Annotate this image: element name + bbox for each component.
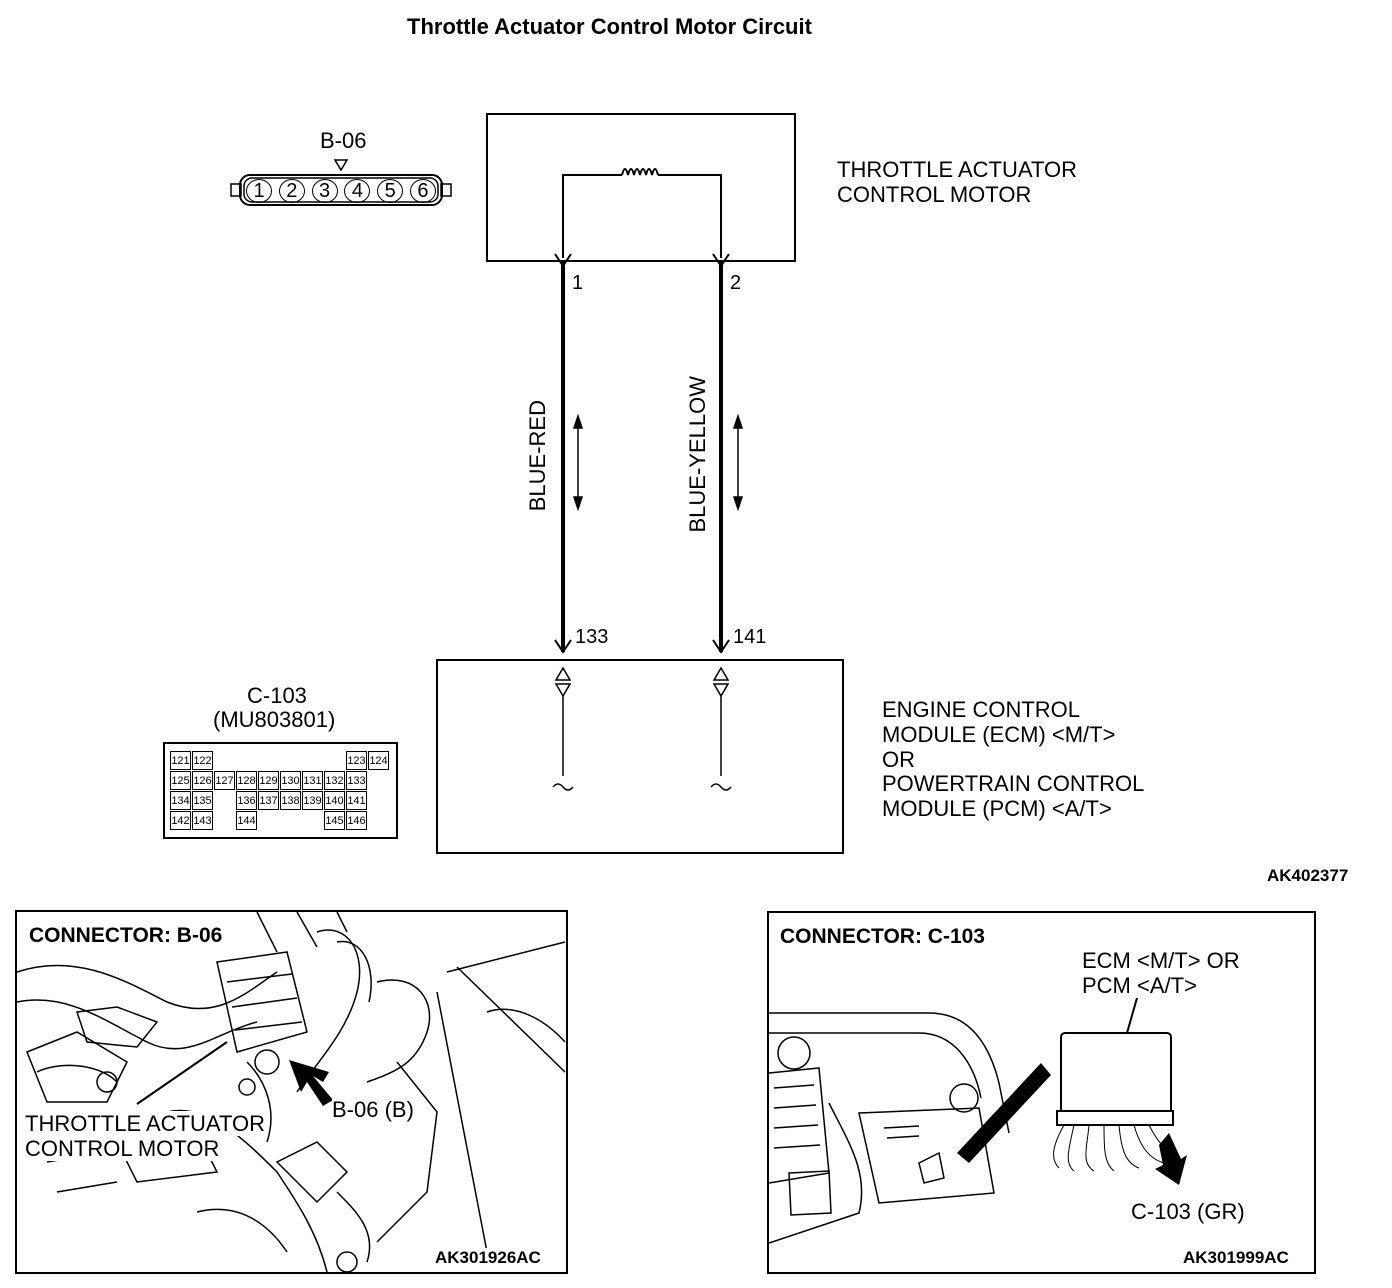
c103-pin-cell: 138 <box>280 791 301 810</box>
c103-pin-cell: 133 <box>346 771 367 790</box>
c103-pin-cell: 129 <box>258 771 279 790</box>
c103-pin-cell: 140 <box>324 791 345 810</box>
motor-label-line2: CONTROL MOTOR <box>837 182 1032 207</box>
c103-pin-cell: 126 <box>192 771 213 790</box>
panel-c103-module-line2: PCM <A/T> <box>1082 973 1197 998</box>
diagram-title: Throttle Actuator Control Motor Circuit <box>407 14 812 39</box>
motor-box <box>486 113 796 262</box>
ecm-label-line3: OR <box>882 747 915 772</box>
b06-pin: 4 <box>344 179 371 203</box>
panel-c103-code: AK301999AC <box>1183 1248 1289 1268</box>
figure-code: AK402377 <box>1267 866 1349 885</box>
b06-pin-row: 1 2 3 4 5 6 <box>246 179 436 203</box>
ecm-module-shape <box>1056 1032 1174 1126</box>
panel-b06-component-line2: CONTROL MOTOR <box>25 1136 220 1161</box>
c103-pin-cell: 134 <box>170 791 191 810</box>
b06-pin: 2 <box>278 179 305 203</box>
ecm-box <box>436 659 844 854</box>
dashboard-illustration <box>769 990 1187 1244</box>
panel-b06-callout: B-06 (B) <box>332 1097 414 1122</box>
c103-callout-arrow <box>1155 1133 1187 1185</box>
wire-color-left: BLUE-RED <box>525 400 550 512</box>
c103-pin-cell: 142 <box>170 811 191 830</box>
c103-grid-frame <box>163 742 398 839</box>
c103-pin-cell: 122 <box>192 751 213 770</box>
motor-label-line1: THROTTLE ACTUATOR <box>837 157 1077 182</box>
panel-c103-title: CONNECTOR: C-103 <box>780 925 985 949</box>
ecm-label-line1: ENGINE CONTROL <box>882 697 1081 722</box>
c103-pin-cell: 125 <box>170 771 191 790</box>
c103-pin-cell: 144 <box>236 811 257 830</box>
c103-pin-cell: 139 <box>302 791 323 810</box>
c103-pin-cell: 123 <box>346 751 367 770</box>
c103-pin-cell: 141 <box>346 791 367 810</box>
b06-label: B-06 <box>320 128 367 153</box>
panel-c103-callout: C-103 (GR) <box>1131 1199 1245 1224</box>
b06-pin: 3 <box>311 179 338 203</box>
c103-pin-cell: 127 <box>214 771 235 790</box>
ecm-label-line2: MODULE (ECM) <M/T> <box>882 722 1116 747</box>
ecm-pin-141: 141 <box>733 626 767 648</box>
c103-pin-cell: 137 <box>258 791 279 810</box>
panel-b06-title: CONNECTOR: B-06 <box>29 924 223 948</box>
c103-pin-cell: 124 <box>368 751 389 770</box>
c103-label: C-103 <box>247 683 307 708</box>
b06-pin: 5 <box>377 179 404 203</box>
c103-pin-cell: 136 <box>236 791 257 810</box>
c103-pin-cell: 121 <box>170 751 191 770</box>
c103-pin-cell: 146 <box>346 811 367 830</box>
panel-b06-component-line1: THROTTLE ACTUATOR <box>25 1111 265 1136</box>
c103-pin-cell: 132 <box>324 771 345 790</box>
c103-pin-cell: 145 <box>324 811 345 830</box>
c103-pin-cell: 135 <box>192 791 213 810</box>
connector-b06-photo-panel: CONNECTOR: B-06 B-06 (B) THROTTLE ACTUAT… <box>15 910 568 1274</box>
engine-bay-illustration <box>17 912 566 1272</box>
b06-pin: 1 <box>246 179 272 203</box>
c103-pin-cell: 130 <box>280 771 301 790</box>
c103-pin-cell: 128 <box>236 771 257 790</box>
b06-connector-symbol <box>230 159 452 206</box>
motor-pin-1: 1 <box>572 272 584 294</box>
b06-pin: 6 <box>409 179 436 203</box>
ecm-pin-133: 133 <box>575 626 609 648</box>
connector-c103-photo-panel: CONNECTOR: C-103 ECM <M/T> OR PCM <A/T> … <box>767 911 1316 1274</box>
panel-c103-module-line1: ECM <M/T> OR <box>1082 948 1240 973</box>
wire-color-right: BLUE-YELLOW <box>685 376 710 533</box>
motor-pin-2: 2 <box>730 272 742 294</box>
ecm-label-line4: POWERTRAIN CONTROL <box>882 771 1145 796</box>
coil-symbol <box>621 168 659 176</box>
c103-part-number: (MU803801) <box>213 707 336 732</box>
c103-pin-cell: 143 <box>192 811 213 830</box>
ecm-label-line5: MODULE (PCM) <A/T> <box>882 796 1112 821</box>
b06-callout-arrow <box>289 1060 333 1106</box>
panel-b06-code: AK301926AC <box>435 1248 541 1268</box>
signal-arrow-left <box>572 413 584 512</box>
signal-arrow-right <box>732 413 744 512</box>
c103-pin-cell: 131 <box>302 771 323 790</box>
